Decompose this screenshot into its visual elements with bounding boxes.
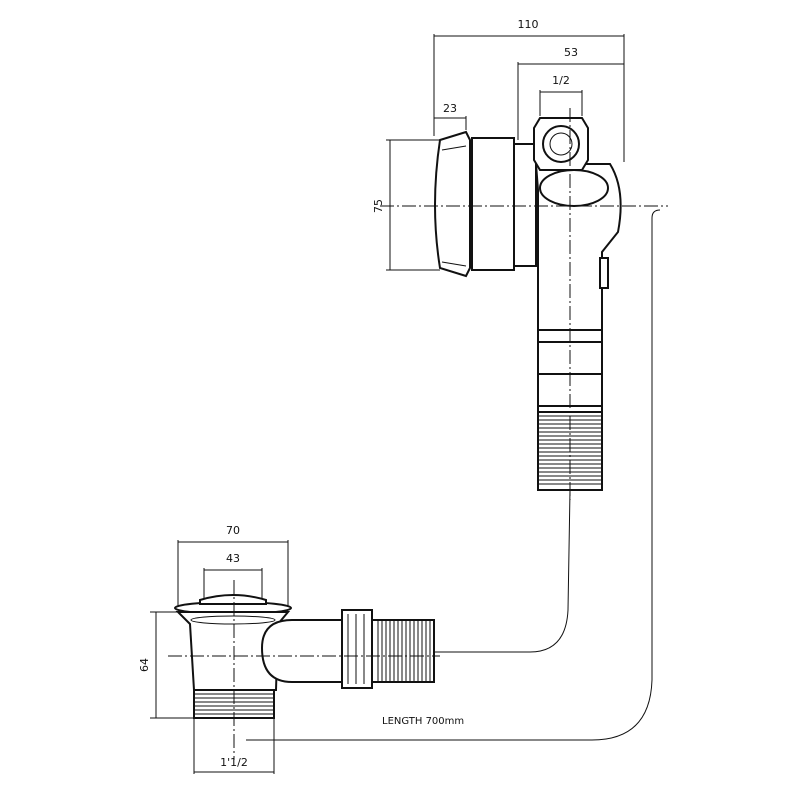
control-cable [246, 209, 661, 741]
connecting-hose [434, 489, 571, 653]
dim-thread-size-top: 1/2 [552, 74, 570, 87]
dimension-lines [150, 34, 625, 774]
dim-plug-diameter: 43 [226, 552, 240, 565]
overflow-handle [434, 130, 471, 278]
dim-overflow-height: 75 [372, 199, 385, 213]
cable-length-label: LENGTH 700mm [382, 716, 464, 727]
waste-elbow [260, 619, 343, 683]
dim-waste-height: 64 [138, 658, 151, 672]
dim-thread-size-bottom: 1'1/2 [220, 756, 248, 769]
waste-assembly [168, 580, 440, 760]
dim-waste-width: 70 [226, 524, 240, 537]
dim-handle-depth: 23 [443, 102, 457, 115]
overflow-assembly [380, 108, 668, 500]
waste-hose-connector [371, 619, 435, 683]
dim-overall-width: 110 [518, 18, 539, 31]
dim-right-width: 53 [564, 46, 578, 59]
overflow-collar [471, 137, 515, 271]
waste-nut [341, 609, 373, 689]
waste-body [175, 611, 291, 691]
